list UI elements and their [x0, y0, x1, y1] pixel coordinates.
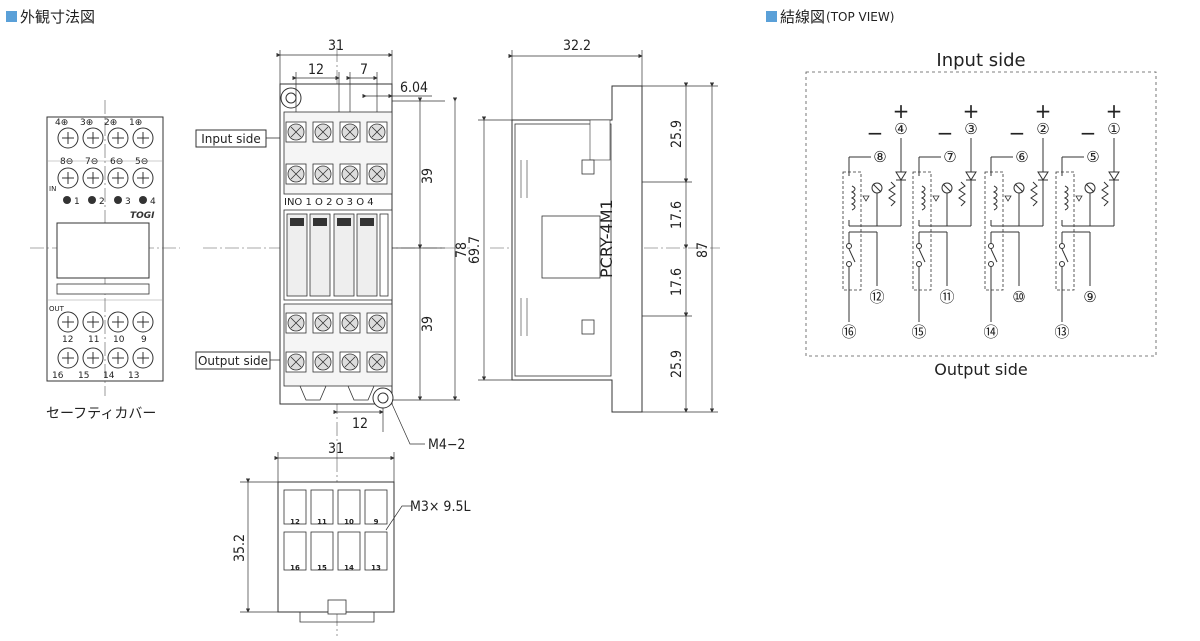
dim-front-width: 31: [328, 38, 344, 54]
cover-term-top-1: 4⊕: [55, 118, 68, 128]
heading-marker: [6, 11, 17, 22]
plus-terminal: ②: [1036, 120, 1049, 138]
front-io-label: INO 1 O 2 O 3 O 4: [284, 197, 374, 208]
output-terminal-top: ⑩: [1012, 288, 1025, 306]
bottom-term-top-1: 12: [290, 518, 300, 526]
minus-terminal: ⑥: [1015, 148, 1028, 166]
dim-side-87: 87: [695, 242, 711, 258]
bottom-term-bottom-3: 14: [344, 564, 354, 572]
minus-sign: −: [1080, 121, 1097, 145]
dim-bottom-height: 35.2: [232, 534, 248, 562]
cover-out-bottom-2: 15: [78, 371, 89, 381]
dim-side-259-bottom: 25.9: [669, 350, 685, 378]
output-terminal-top: ⑫: [869, 288, 884, 306]
plus-terminal: ④: [894, 120, 907, 138]
cover-out-bottom-1: 16: [52, 371, 64, 381]
svg-text:TOGI: TOGI: [130, 211, 155, 221]
plus-sign: +: [963, 99, 980, 123]
cover-out-top-3: 10: [113, 335, 125, 345]
heading-sub: (TOP VIEW): [826, 9, 895, 24]
cover-in-ind-4: 4: [150, 197, 156, 207]
output-terminal-bottom: ⑯: [841, 323, 856, 341]
plus-terminal: ③: [964, 120, 977, 138]
wiring-channel: +−①⑤ ⑬⑨: [1054, 99, 1122, 341]
bottom-view-drawing: 12 11 10 9 16 15 14 13 31 35.2 M3× 9.5L: [232, 441, 470, 636]
plus-sign: +: [893, 99, 910, 123]
dim-front-upper-39: 39: [420, 168, 436, 184]
dim-side-176-bottom: 17.6: [669, 268, 685, 296]
output-terminal-bottom: ⑮: [911, 323, 926, 341]
bottom-term-top-2: 11: [317, 518, 327, 526]
safety-cover-caption: セーフティカバー: [46, 406, 156, 422]
dim-side-697: 69.7: [467, 236, 483, 264]
minus-terminal: ⑤: [1086, 148, 1099, 166]
minus-sign: −: [1009, 121, 1026, 145]
dim-front-mount-hole: M4−2: [428, 437, 465, 453]
bottom-term-top-3: 10: [344, 518, 354, 526]
cover-out-top-1: 12: [62, 335, 73, 345]
front-view-drawing: INO 1 O 2 O 3 O 4 Input side Output side: [195, 38, 470, 460]
minus-terminal: ⑦: [943, 148, 956, 166]
dim-side-176-top: 17.6: [669, 201, 685, 229]
dim-front-bottom-12: 12: [352, 416, 368, 432]
heading-text: 結線図: [780, 8, 826, 26]
cover-in-ind-2: 2: [99, 197, 105, 207]
cover-term-mid-2: 7⊖: [85, 157, 98, 167]
dim-front-pitch-7: 7: [360, 62, 368, 78]
front-input-side-label: Input side: [201, 132, 260, 146]
plus-sign: +: [1035, 99, 1052, 123]
minus-sign: −: [867, 121, 884, 145]
cover-out-bottom-3: 14: [103, 371, 115, 381]
external-dimensions-heading: 外観寸法図: [6, 6, 95, 27]
heading-text: 外観寸法図: [20, 8, 96, 26]
cover-term-top-2: 3⊕: [80, 118, 93, 128]
cover-term-mid-1: 8⊖: [60, 157, 73, 167]
side-model-label: PCRY-4M1: [597, 199, 616, 278]
front-output-side-label: Output side: [198, 354, 268, 368]
bottom-term-top-4: 9: [374, 518, 379, 526]
cover-in-ind-3: 3: [125, 197, 131, 207]
heading-marker: [766, 11, 777, 22]
dim-side-259-top: 25.9: [669, 120, 685, 148]
bottom-term-bottom-4: 13: [371, 564, 381, 572]
dim-front-total-78: 78: [454, 242, 470, 258]
output-terminal-top: ⑪: [939, 288, 954, 306]
wiring-input-side-label: Input side: [936, 50, 1025, 71]
cover-out-top-2: 11: [88, 335, 99, 345]
dim-front-pitch-12: 12: [308, 62, 324, 78]
cover-term-mid-3: 6⊖: [110, 157, 123, 167]
dim-bottom-width: 31: [328, 441, 344, 457]
dim-front-lower-39: 39: [420, 316, 436, 332]
cover-in-label: IN: [49, 185, 56, 193]
wiring-diagram-drawing: Input side Output side +−④⑧⑯⑫+−③⑦⑮⑪+−②⑥⑭…: [805, 50, 1157, 379]
output-terminal-top: ⑨: [1083, 288, 1096, 306]
dim-side-depth: 32.2: [563, 38, 591, 54]
side-view-drawing: PCRY-4M1 32.2 69.7 25.9 17.6 17.6 25.9 8…: [467, 38, 720, 413]
wiring-output-side-label: Output side: [934, 360, 1027, 379]
minus-terminal: ⑧: [873, 148, 886, 166]
output-terminal-bottom: ⑭: [983, 323, 998, 341]
bottom-term-bottom-2: 15: [317, 564, 327, 572]
cover-in-ind-1: 1: [74, 197, 80, 207]
output-terminal-bottom: ⑬: [1054, 323, 1069, 341]
plus-terminal: ①: [1107, 120, 1120, 138]
minus-sign: −: [937, 121, 954, 145]
cover-out-top-4: 9: [141, 335, 147, 345]
dim-front-offset: 6.04: [400, 80, 428, 96]
cover-term-top-4: 1⊕: [129, 118, 142, 128]
bottom-term-bottom-1: 16: [290, 564, 300, 572]
cover-term-top-3: 2⊕: [104, 118, 117, 128]
cover-term-mid-4: 5⊖: [135, 157, 148, 167]
cover-out-bottom-4: 13: [128, 371, 139, 381]
plus-sign: +: [1106, 99, 1123, 123]
safety-cover-drawing: TOGI 4⊕ 3⊕ 2⊕ 1⊕ 8⊖ 7⊖ 6⊖ 5⊖ IN OUT 12 1…: [30, 100, 180, 422]
wiring-diagram-heading: 結線図 (TOP VIEW): [766, 6, 894, 27]
cover-out-label: OUT: [49, 305, 65, 313]
dim-bottom-screw: M3× 9.5L: [410, 499, 470, 515]
